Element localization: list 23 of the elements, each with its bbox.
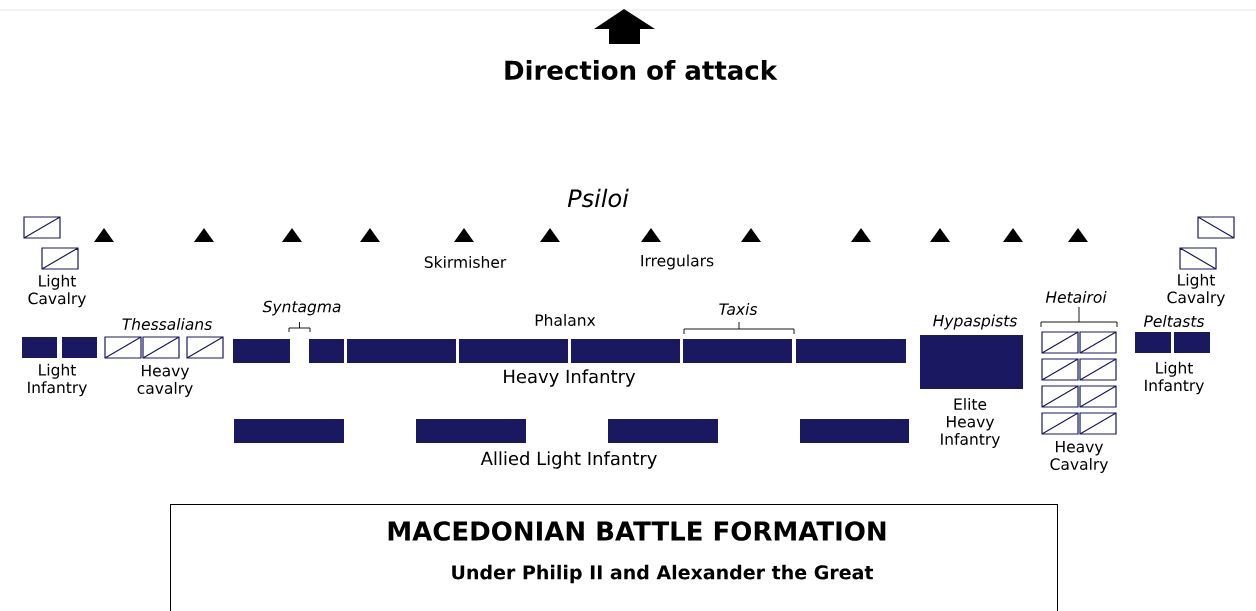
direction-label: Direction of attack xyxy=(505,59,778,81)
unit-label: Heavy cavalry xyxy=(137,365,193,398)
unit-name: Hypaspists xyxy=(933,314,1017,330)
unit-label: Irregulars xyxy=(641,254,714,270)
formation-subtitle: Under Philip II and Alexander the Great xyxy=(452,564,874,584)
title-box xyxy=(170,504,1058,611)
unit-label: Heavy Infantry xyxy=(504,369,636,387)
unit-label: Elite Heavy Infantry xyxy=(941,398,1000,448)
formation-title: MACEDONIAN BATTLE FORMATION xyxy=(388,521,886,541)
unit-name: Hetairoi xyxy=(1045,291,1107,303)
unit-label: Skirmisher xyxy=(424,256,507,268)
unit-label: Phalanx xyxy=(535,314,596,326)
unit-label: Light Cavalry xyxy=(1167,273,1225,307)
unit-name: Peltasts xyxy=(1143,315,1205,327)
unit-name: Thessalians xyxy=(122,318,212,330)
unit-label: Light Infantry xyxy=(1145,361,1204,395)
group-label: Psiloi xyxy=(567,188,629,208)
unit-label: Allied Light Infantry xyxy=(480,451,657,469)
unit-label: Light Infantry xyxy=(28,363,87,397)
unit-label: Heavy Cavalry xyxy=(1050,441,1108,474)
unit-label: Light Cavalry xyxy=(28,274,86,308)
unit-name: Syntagma xyxy=(262,300,341,316)
unit-name: Taxis xyxy=(719,303,758,315)
